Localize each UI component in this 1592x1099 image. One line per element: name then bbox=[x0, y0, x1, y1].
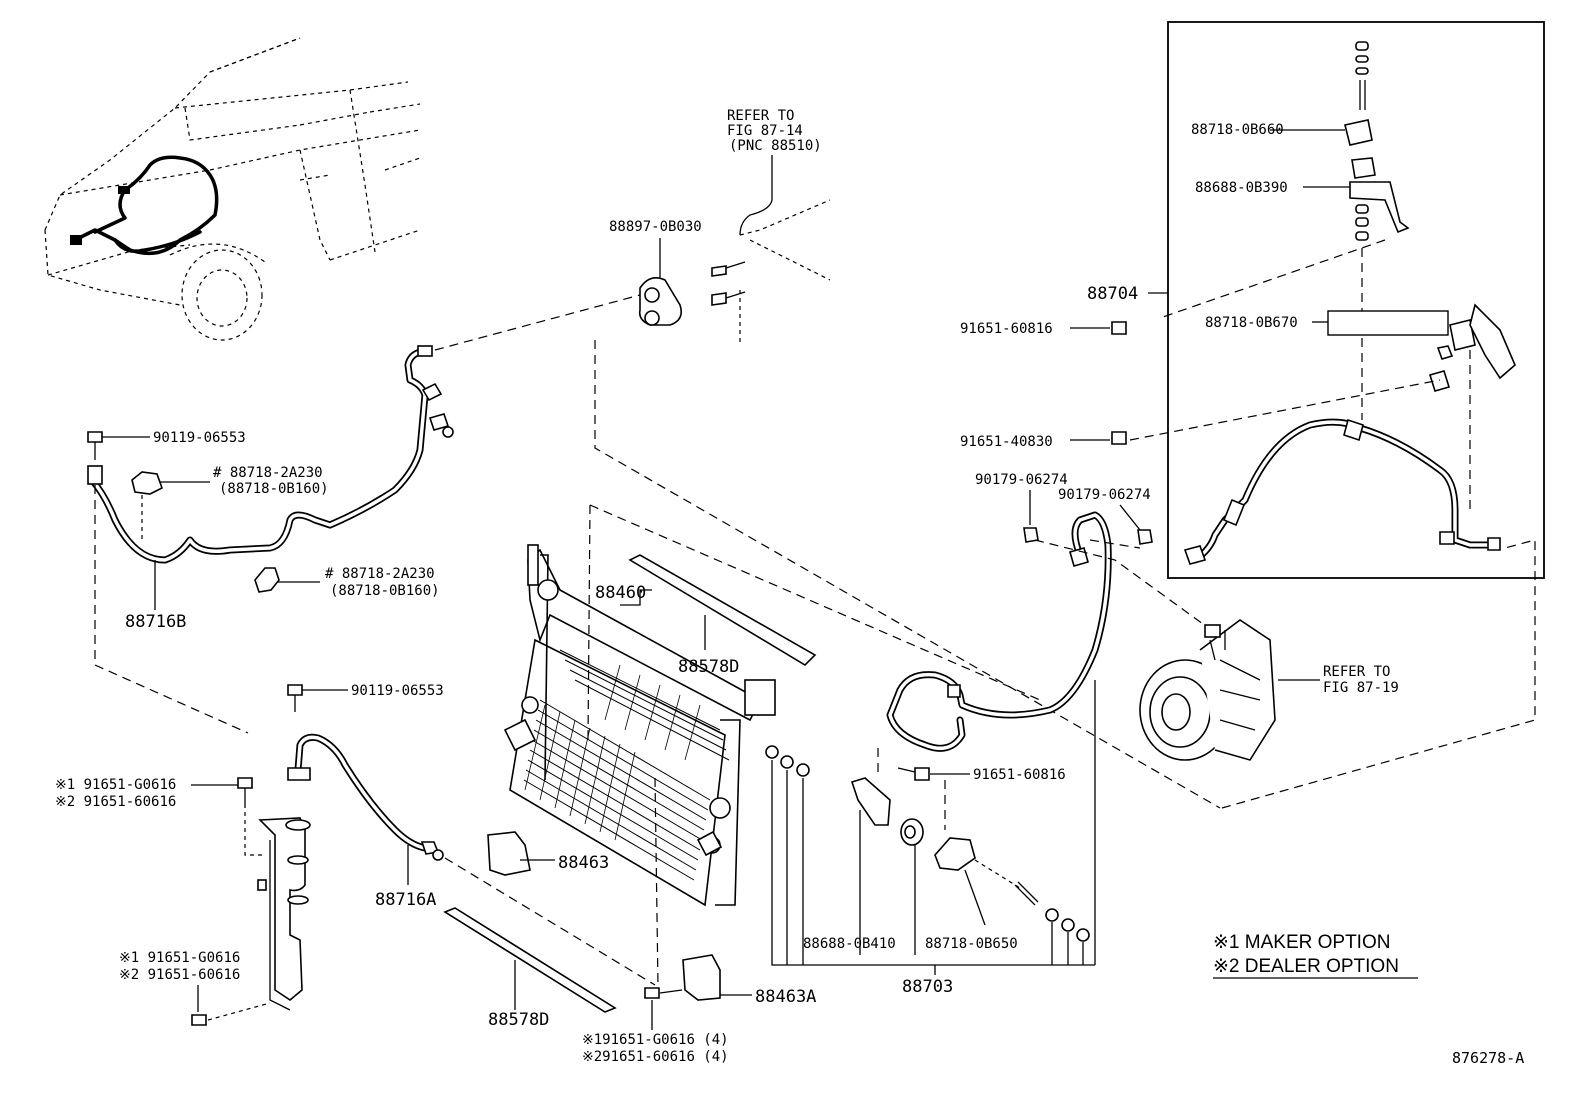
label-88716a: 88716A bbox=[375, 890, 436, 910]
leader-88716b-down bbox=[94, 485, 249, 734]
seal-88578d-a[interactable]: 88578D bbox=[628, 554, 817, 677]
engine-harness bbox=[70, 155, 219, 256]
refer-comp-text-1: REFER TO bbox=[1323, 664, 1390, 680]
bolt-90119-06553-b[interactable]: 90119-06553 bbox=[287, 683, 444, 712]
leader-88460-diag bbox=[589, 504, 1041, 701]
clamp-88718-2a230-b[interactable]: # 88718-2A230 (88718-0B160) bbox=[254, 566, 440, 599]
bolt-91651-opt-a[interactable]: ※1 91651-G0616 ※2 91651-60616 bbox=[55, 777, 262, 856]
compressor[interactable]: REFER TO FIG 87-19 bbox=[1139, 619, 1399, 761]
label-88460: 88460 bbox=[595, 583, 646, 603]
refer-text-3: (PNC 88510) bbox=[729, 138, 822, 154]
leader-88460-vert bbox=[587, 504, 591, 741]
label-opt1-b: ※1 91651-G0616 bbox=[119, 950, 240, 966]
label-opt2-c: ※291651-60616 (4) bbox=[582, 1049, 729, 1065]
hose-88716a[interactable]: 88716A bbox=[287, 733, 444, 910]
label-91651-60816-b: 91651-60816 bbox=[973, 767, 1066, 783]
label-88688-0b410: 88688-0B410 bbox=[803, 936, 896, 952]
refer-text-2: FIG 87-14 bbox=[727, 123, 803, 139]
bolt-90119-06553-a[interactable]: 90119-06553 bbox=[87, 430, 246, 460]
label-90119-06553-a: 90119-06553 bbox=[153, 430, 246, 446]
label-88718-2a230-a: # 88718-2A230 bbox=[213, 465, 323, 481]
bolt-91651-opt-b[interactable]: ※1 91651-G0616 ※2 91651-60616 bbox=[119, 950, 271, 1026]
leader-hose-to-compressor bbox=[1034, 539, 1226, 641]
refer-text-1: REFER TO bbox=[727, 108, 794, 124]
label-opt1-a: ※1 91651-G0616 bbox=[55, 777, 176, 793]
label-88578d-b: 88578D bbox=[488, 1010, 549, 1030]
leader-nut-b bbox=[1089, 539, 1141, 549]
label-91651-60816-a: 91651-60816 bbox=[960, 321, 1053, 337]
label-88718-0b160-b: (88718-0B160) bbox=[330, 583, 440, 599]
label-88716b: 88716B bbox=[125, 612, 186, 632]
label-88718-2a230-b: # 88718-2A230 bbox=[325, 566, 435, 582]
kit-88703[interactable]: 88703 bbox=[765, 680, 1096, 997]
bolt-91651-60816-a[interactable]: 91651-60816 bbox=[960, 321, 1127, 337]
label-88463a: 88463A bbox=[755, 987, 816, 1007]
label-88463: 88463 bbox=[558, 853, 609, 873]
seal-88578d-b[interactable]: 88578D bbox=[443, 907, 617, 1030]
bolt-91651-60816-b[interactable]: 91651-60816 bbox=[897, 767, 1066, 830]
inset-box-88704 bbox=[1167, 21, 1545, 579]
label-88718-0b650: 88718-0B650 bbox=[925, 936, 1018, 952]
refer-comp-text-2: FIG 87-19 bbox=[1323, 680, 1399, 696]
bolt-91651-40830[interactable]: 91651-40830 bbox=[960, 379, 1441, 450]
label-opt1-c: ※191651-G0616 (4) bbox=[582, 1032, 729, 1048]
refer-fig-87-14: REFER TO FIG 87-14 (PNC 88510) bbox=[711, 108, 831, 345]
receiver-drier[interactable] bbox=[257, 817, 311, 1011]
bracket-88463a[interactable]: 88463A ※191651-G0616 (4) ※291651-60616 (… bbox=[582, 954, 816, 1065]
leader-88716b-to-block bbox=[434, 294, 641, 351]
label-88578d-a: 88578D bbox=[678, 657, 739, 677]
hose-discharge[interactable] bbox=[886, 511, 1112, 752]
bracket-88688-0b410[interactable]: 88688-0B410 bbox=[803, 777, 896, 955]
label-opt2-a: ※2 91651-60616 bbox=[55, 794, 176, 810]
label-90179-06274-b: 90179-06274 bbox=[1058, 487, 1151, 503]
label-88718-0b160-a: (88718-0B160) bbox=[219, 481, 329, 497]
label-88718-0b660: 88718-0B660 bbox=[1191, 122, 1284, 138]
grommet[interactable] bbox=[900, 818, 924, 955]
label-88704: 88704 bbox=[1087, 284, 1138, 304]
label-90179-06274-a: 90179-06274 bbox=[975, 472, 1068, 488]
label-88703: 88703 bbox=[902, 977, 953, 997]
nut-90179-06274-b[interactable]: 90179-06274 bbox=[1058, 487, 1153, 545]
legend-maker-option: ※1 MAKER OPTION bbox=[1213, 932, 1390, 953]
vehicle-outline bbox=[44, 37, 421, 341]
label-opt2-b: ※2 91651-60616 bbox=[119, 967, 240, 983]
hose-88716b[interactable]: 88716B bbox=[87, 345, 454, 632]
legend-dealer-option: ※2 DEALER OPTION bbox=[1213, 956, 1399, 977]
label-90119-06553-b: 90119-06553 bbox=[351, 683, 444, 699]
part-88897-0b030[interactable]: 88897-0B030 bbox=[609, 219, 702, 326]
legend: ※1 MAKER OPTION ※2 DEALER OPTION bbox=[1213, 932, 1418, 979]
leader-condenser-bottom bbox=[654, 777, 659, 986]
figure-id: 876278-A bbox=[1452, 1049, 1524, 1067]
clamp-88718-2a230-a[interactable]: # 88718-2A230 (88718-0B160) bbox=[131, 465, 329, 540]
inset-88704[interactable]: 88718-0B660 88688-0B390 88704 88718-0B67… bbox=[1087, 41, 1516, 565]
label-88718-0b670: 88718-0B670 bbox=[1205, 315, 1298, 331]
leader-88897-down bbox=[594, 340, 1221, 809]
label-88688-0b390: 88688-0B390 bbox=[1195, 180, 1288, 196]
condenser-88460[interactable]: 88460 bbox=[503, 544, 776, 907]
clamp-88718-0b650[interactable]: 88718-0B650 bbox=[925, 837, 1039, 952]
label-88897-0b030: 88897-0B030 bbox=[609, 219, 702, 235]
leader-88716a bbox=[444, 857, 656, 986]
nut-90179-06274-a[interactable]: 90179-06274 bbox=[975, 472, 1068, 543]
bracket-88463[interactable]: 88463 bbox=[487, 831, 609, 876]
label-91651-40830: 91651-40830 bbox=[960, 434, 1053, 450]
